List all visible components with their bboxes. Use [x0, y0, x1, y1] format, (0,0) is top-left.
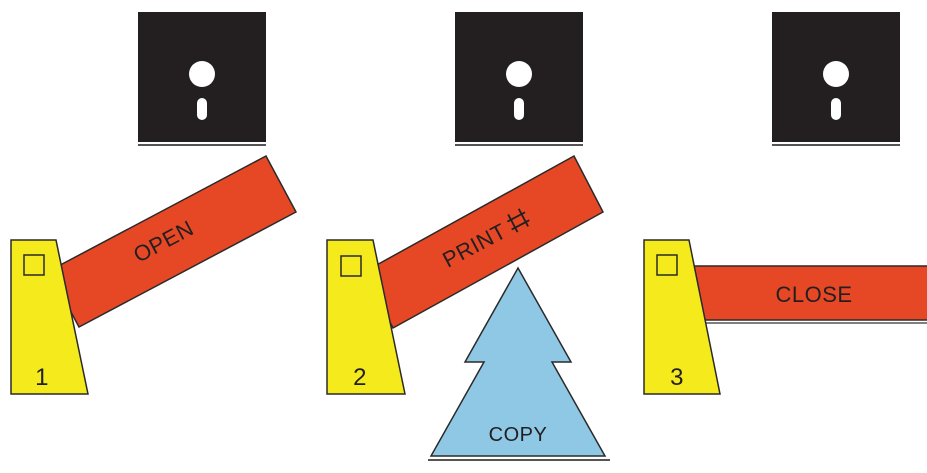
- barrier-arm-print: PRINT: [364, 156, 603, 328]
- floppy-disk-1: [138, 12, 266, 145]
- station-number-1: 1: [35, 364, 49, 391]
- arm-label-close: CLOSE: [775, 282, 852, 307]
- floppy-disk-2: [455, 12, 583, 145]
- barrier-arm-open: OPEN: [49, 156, 296, 327]
- disk-hub-hole: [823, 61, 849, 87]
- copy-label: COPY: [489, 424, 548, 446]
- disk-index-hole: [197, 98, 207, 120]
- station-number-3: 3: [670, 364, 684, 391]
- disk-index-hole: [831, 98, 841, 120]
- disk-hub-hole: [506, 61, 532, 87]
- disk-hub-hole: [189, 61, 215, 87]
- floppy-disk-3: [772, 12, 900, 145]
- barrier-arm-close: CLOSE: [684, 266, 927, 323]
- copy-arrow: COPY: [428, 268, 610, 460]
- disk-index-hole: [514, 98, 524, 120]
- station-number-2: 2: [353, 364, 367, 391]
